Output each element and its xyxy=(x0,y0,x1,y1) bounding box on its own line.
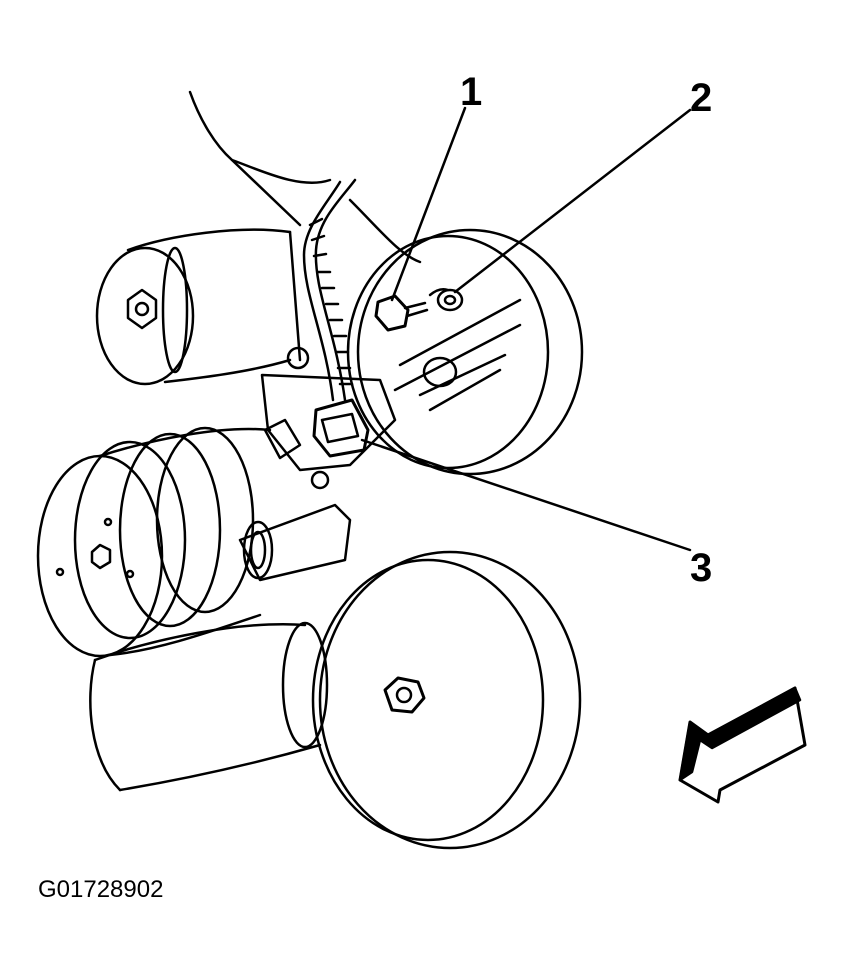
compressor-clutch xyxy=(38,428,270,656)
upper-pulley xyxy=(348,230,582,474)
engine-block-outline xyxy=(190,92,420,262)
callout-label-2: 2 xyxy=(690,76,713,120)
lower-pulley xyxy=(313,552,580,848)
wiring-harness xyxy=(304,180,355,400)
front-direction-arrow xyxy=(680,688,805,802)
callout-label-1: 1 xyxy=(460,70,483,114)
washer xyxy=(430,289,462,310)
hose-fitting xyxy=(240,505,350,580)
figure-id-label: G01728902 xyxy=(38,876,164,903)
callout-label-3: 3 xyxy=(690,546,713,590)
sensor-bolt xyxy=(376,296,427,330)
oil-filter xyxy=(90,623,327,790)
upper-motor xyxy=(97,230,300,384)
leader-lines xyxy=(362,108,690,550)
